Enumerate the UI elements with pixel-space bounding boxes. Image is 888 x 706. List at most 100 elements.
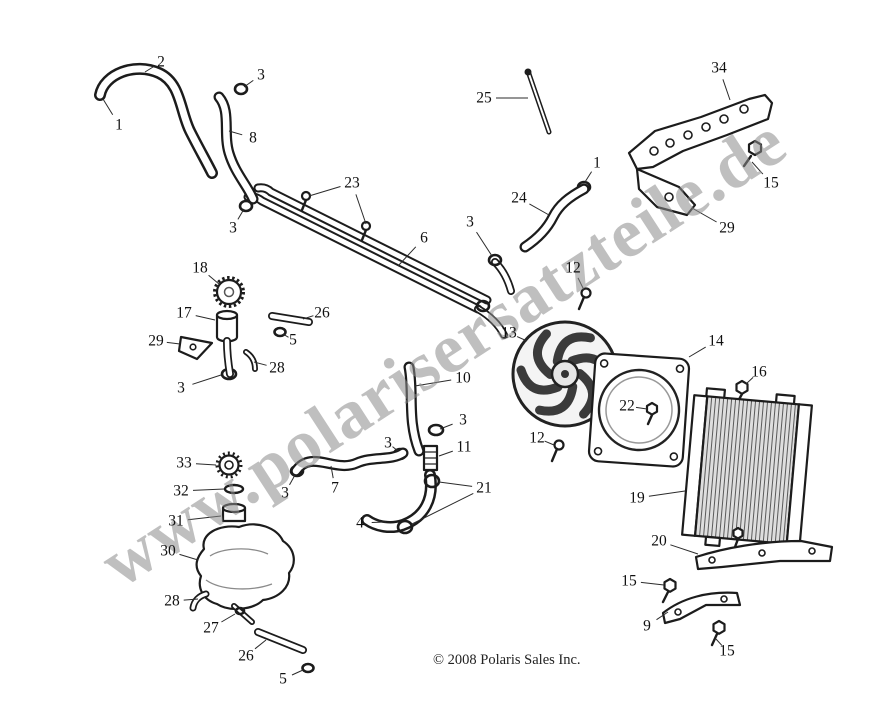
hose-clamp (233, 82, 249, 96)
leader-line (476, 231, 493, 257)
bolt (735, 379, 749, 395)
leader-line (745, 377, 754, 385)
leader-line (438, 481, 473, 487)
part-number-callout: 3 (229, 219, 237, 237)
part-number-callout: 4 (356, 514, 364, 532)
leader-line (302, 315, 314, 320)
leader-line (221, 613, 236, 623)
lower-coolant-hose (290, 447, 409, 477)
part-number-callout: 3 (257, 66, 265, 84)
part-number-callout: 11 (456, 438, 472, 456)
leader-line (208, 274, 220, 285)
part-number-callout: 12 (565, 259, 581, 277)
part-number-callout: 26 (314, 304, 330, 322)
hose-clamp (487, 253, 503, 267)
leader-line (228, 130, 243, 136)
part-number-callout: 14 (708, 332, 724, 350)
part-number-callout: 28 (269, 359, 285, 377)
leader-line (355, 194, 367, 225)
part-number-callout: 5 (289, 331, 297, 349)
outlet-elbow-hose (361, 469, 441, 535)
leader-line (670, 544, 699, 555)
part-number-callout: 3 (384, 434, 392, 452)
leader-line (237, 208, 245, 220)
part-number-callout: 23 (344, 174, 360, 192)
leader-line (516, 336, 528, 342)
leader-line (330, 465, 334, 479)
part-number-callout: 5 (279, 670, 287, 688)
coolant-reservoir-bottle (195, 523, 295, 610)
bottle-outlet-fitting (189, 590, 210, 612)
upper-coolant-hose (94, 62, 218, 179)
cap-seal-ring (223, 483, 245, 495)
fan-shroud (587, 352, 691, 468)
leader-line (195, 315, 216, 321)
hose-connector (422, 444, 439, 472)
part-number-callout: 33 (176, 454, 192, 472)
leader-line (253, 361, 267, 366)
part-number-callout: 21 (476, 479, 492, 497)
part-number-callout: 31 (168, 512, 184, 530)
leader-line (397, 246, 417, 267)
hose-clamp (238, 199, 254, 213)
leader-line (166, 341, 181, 345)
standpipe-tube (403, 361, 425, 457)
bolt (747, 139, 763, 157)
leader-line (192, 374, 222, 385)
part-number-callout: 12 (529, 429, 545, 447)
part-number-callout: 29 (719, 219, 735, 237)
filler-neck (215, 309, 239, 378)
leader-line (438, 450, 453, 457)
part-number-callout: 3 (281, 484, 289, 502)
leader-line (635, 406, 648, 410)
barb-fitting (231, 603, 255, 625)
bottle-cap (221, 502, 247, 523)
hose-clamp (475, 299, 491, 313)
leader-line (195, 463, 217, 466)
leader-line (371, 521, 387, 523)
leader-line (688, 346, 706, 358)
part-number-callout: 18 (192, 259, 208, 277)
part-number-callout: 7 (331, 479, 339, 497)
leader-line (144, 66, 155, 73)
part-number-callout: 32 (173, 482, 189, 500)
leader-line (411, 492, 474, 525)
part-number-callout: 17 (176, 304, 192, 322)
bypass-hose (519, 183, 590, 253)
part-number-callout: 24 (511, 189, 527, 207)
overflow-tube-upper (268, 312, 313, 338)
part-number-callout: 28 (164, 592, 180, 610)
part-number-callout: 6 (420, 229, 428, 247)
leader-line (648, 490, 686, 497)
part-number-callout: 3 (177, 379, 185, 397)
bolt (712, 619, 726, 635)
part-number-callout: 20 (651, 532, 667, 550)
copyright-text: © 2008 Polaris Sales Inc. (433, 652, 581, 668)
part-number-callout: 16 (751, 363, 767, 381)
part-number-callout: 34 (711, 59, 727, 77)
overflow-tube-lower (254, 628, 315, 674)
leader-line (291, 669, 304, 676)
neck-fitting (243, 349, 258, 372)
part-number-callout: 19 (629, 489, 645, 507)
part-number-callout: 27 (203, 619, 219, 637)
part-number-callout: 10 (455, 369, 471, 387)
part-number-callout: 8 (249, 129, 257, 147)
leader-line (656, 611, 669, 621)
leader-line (192, 488, 225, 491)
leader-line (179, 553, 199, 561)
part-number-callout: 3 (459, 411, 467, 429)
leader-line (577, 277, 585, 291)
leader-line (308, 186, 341, 197)
leader-line (751, 161, 764, 175)
leader-lines (102, 66, 764, 676)
upper-mount-bracket (627, 93, 774, 217)
leader-line (183, 598, 199, 601)
part-number-callout: 30 (160, 542, 176, 560)
part-number-callout: 13 (501, 324, 517, 342)
shroud-bolt (645, 401, 659, 426)
hose-clamp (423, 473, 441, 489)
leader-line (187, 515, 222, 521)
